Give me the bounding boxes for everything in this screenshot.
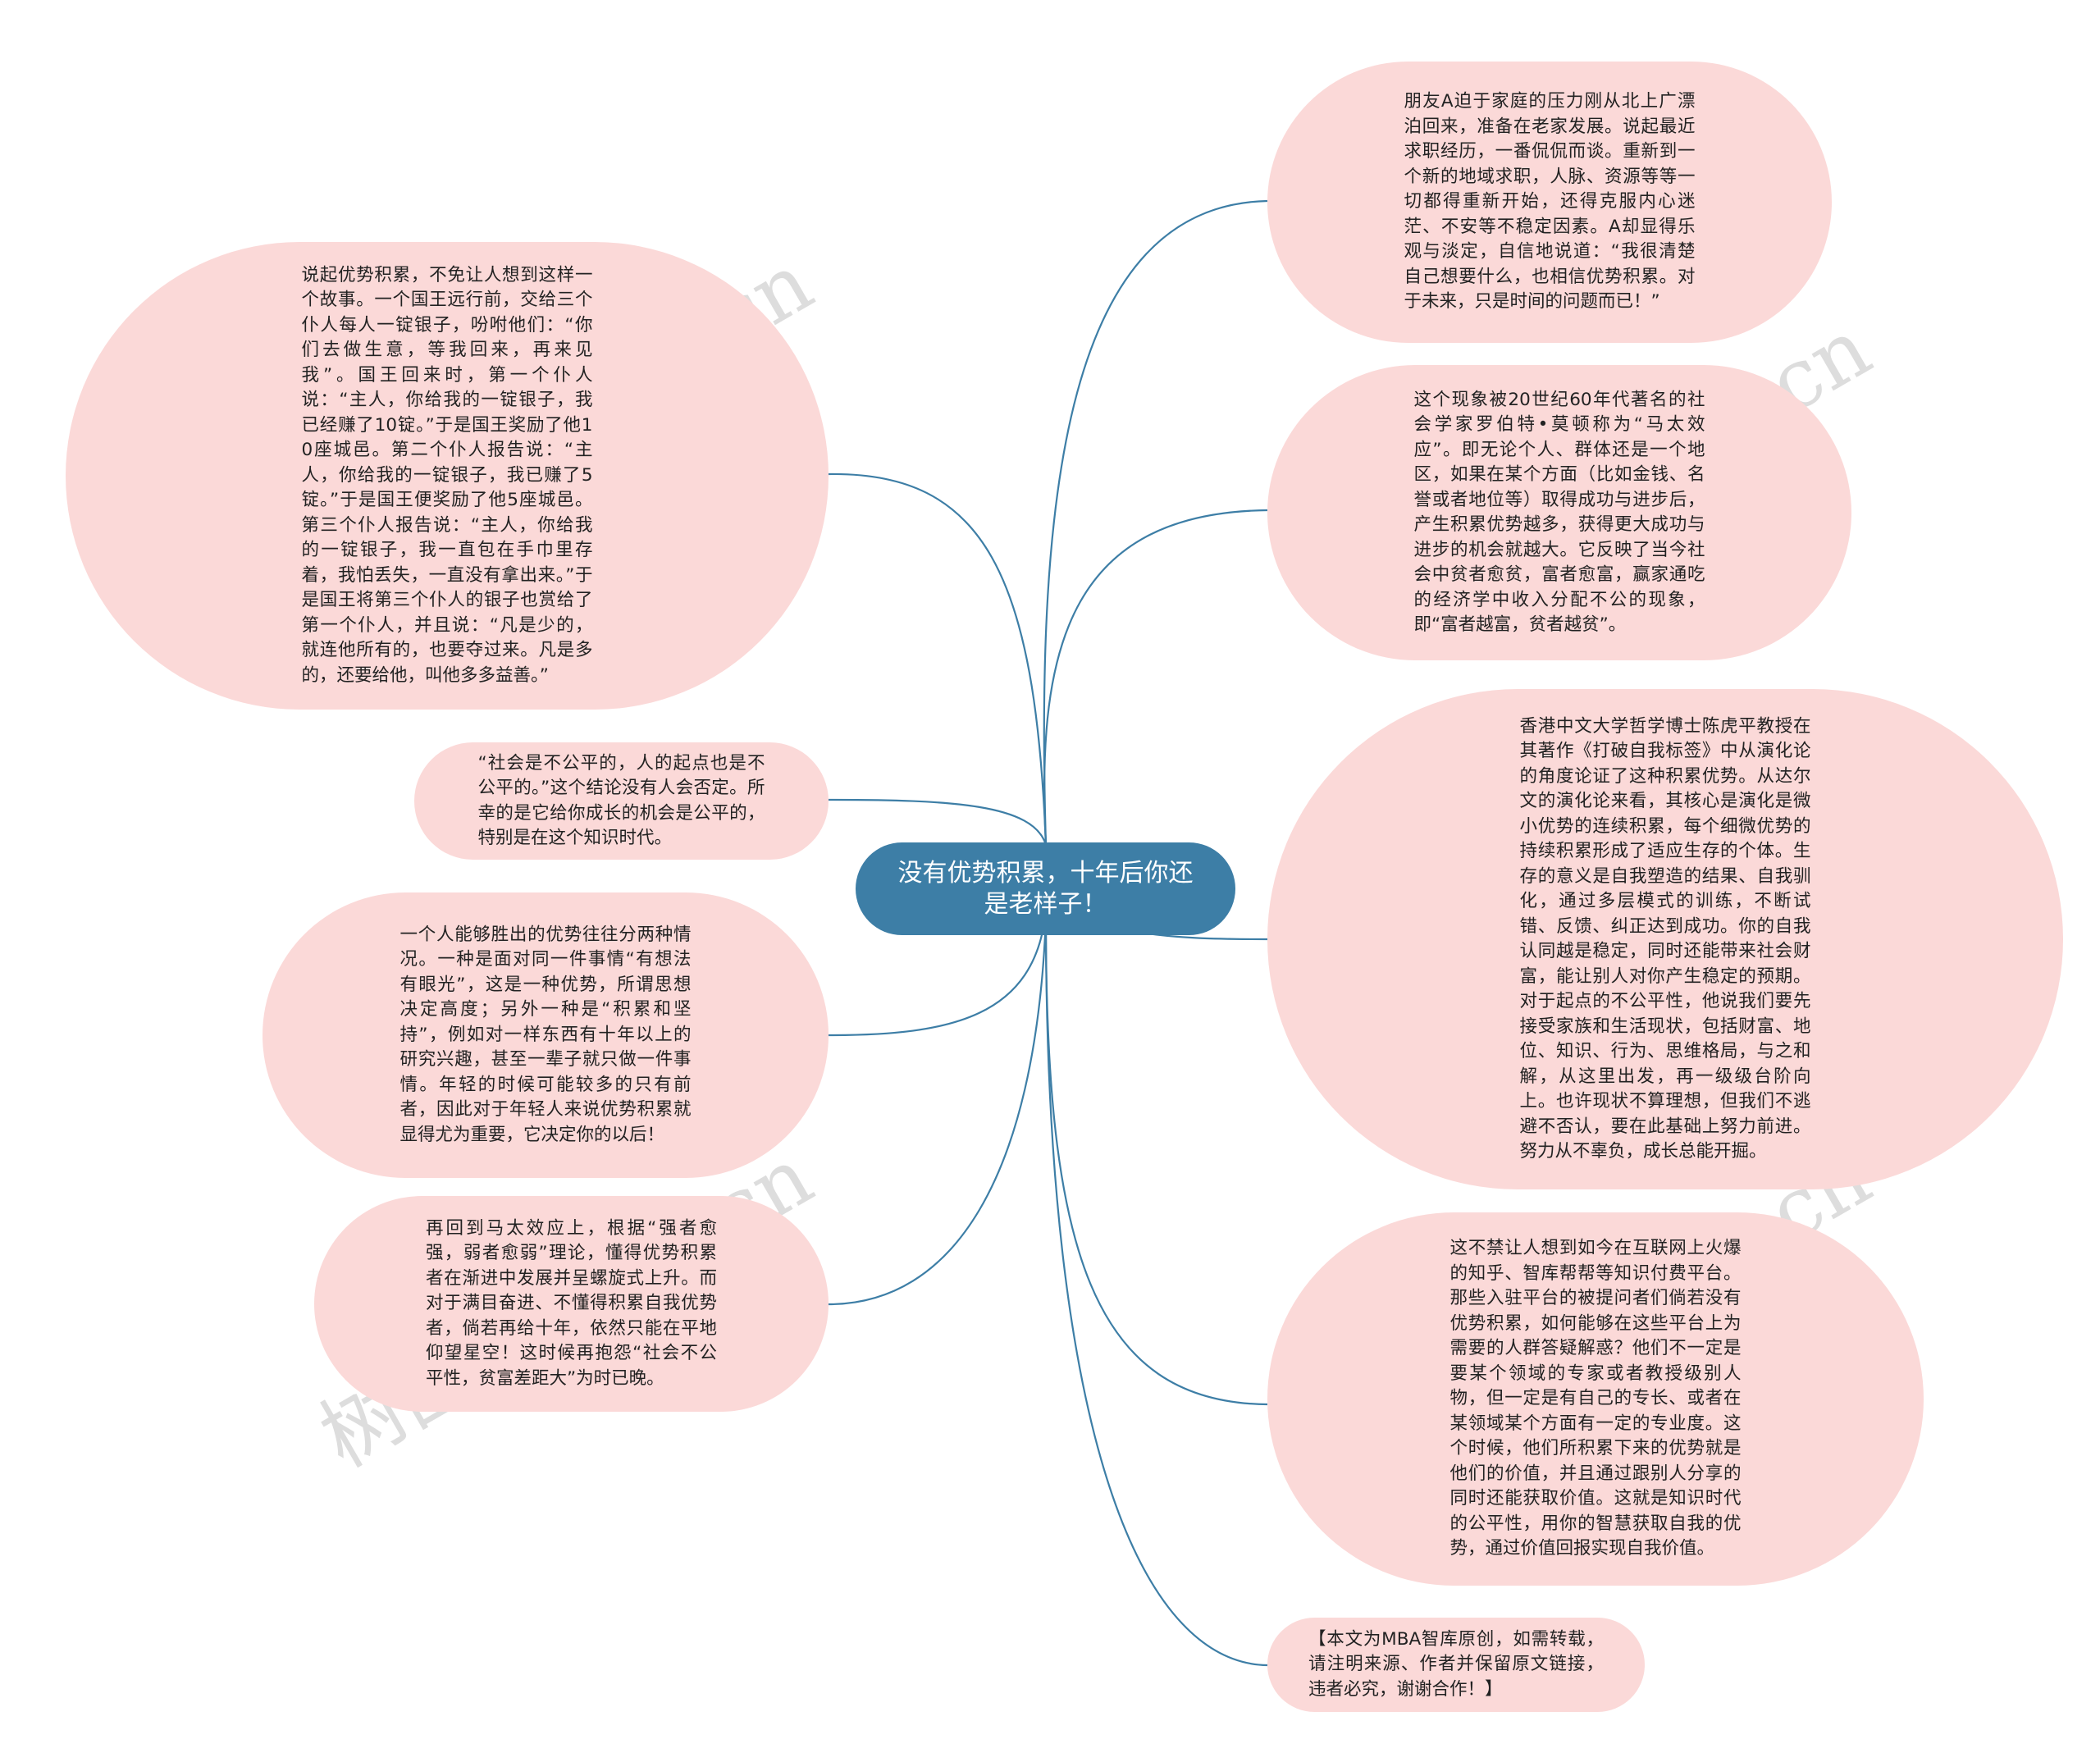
topic-node-right-5[interactable]: 【本文为MBA智库原创，如需转载，请注明来源、作者并保留原文链接，违者必究，谢谢… <box>1267 1618 1645 1712</box>
topic-node-right-4[interactable]: 这不禁让人想到如今在互联网上火爆的知乎、智库帮帮等知识付费平台。那些入驻平台的被… <box>1267 1212 1924 1586</box>
topic-node-text: 说起优势积累，不免让人想到这样一个故事。一个国王远行前，交给三个仆人每人一锭银子… <box>301 264 593 686</box>
topic-node-left-3[interactable]: 一个人能够胜出的优势往往分两种情况。一种是面对同一件事情“有想法有眼光”，这是一… <box>262 892 829 1178</box>
central-topic-title: 没有优势积累，十年后你还是老样子！ <box>897 858 1194 919</box>
link-r4 <box>1044 918 1268 1406</box>
topic-node-text: 一个人能够胜出的优势往往分两种情况。一种是面对同一件事情“有想法有眼光”，这是一… <box>399 924 692 1145</box>
topic-node-left-4[interactable]: 再回到马太效应上，根据“强者愈强，弱者愈弱”理论，懂得优势积累者在渐进中发展并呈… <box>314 1196 829 1412</box>
topic-node-left-1[interactable]: 说起优势积累，不免让人想到这样一个故事。一个国王远行前，交给三个仆人每人一锭银子… <box>66 242 829 710</box>
topic-node-text: “社会是不公平的，人的起点也是不公平的。”这个结论没有人会否定。所幸的是它给你成… <box>477 752 765 849</box>
link-r1 <box>1043 199 1268 846</box>
topic-node-right-3[interactable]: 香港中文大学哲学博士陈虎平教授在其著作《打破自我标签》中从演化论的角度论证了这种… <box>1267 689 2063 1189</box>
central-topic[interactable]: 没有优势积累，十年后你还是老样子！ <box>856 842 1235 935</box>
link-l4 <box>828 918 1048 1306</box>
link-l1 <box>828 472 1048 846</box>
topic-node-text: 香港中文大学哲学博士陈虎平教授在其著作《打破自我标签》中从演化论的角度论证了这种… <box>1519 715 1811 1162</box>
topic-node-text: 【本文为MBA智库原创，如需转载，请注明来源、作者并保留原文链接，违者必究，谢谢… <box>1308 1628 1604 1700</box>
topic-node-text: 这个现象被20世纪60年代著名的社会学家罗伯特•莫顿称为“马太效应”。即无论个人… <box>1413 389 1705 636</box>
link-r2 <box>1043 509 1268 846</box>
link-r5 <box>1044 918 1268 1667</box>
topic-node-text: 这不禁让人想到如今在互联网上火爆的知乎、智库帮帮等知识付费平台。那些入驻平台的被… <box>1449 1238 1742 1559</box>
topic-node-text: 朋友A迫于家庭的压力刚从北上广漂泊回来，准备在老家发展。说起最近求职经历，一番侃… <box>1404 91 1696 313</box>
link-l2 <box>828 798 1048 846</box>
topic-node-right-2[interactable]: 这个现象被20世纪60年代著名的社会学家罗伯特•莫顿称为“马太效应”。即无论个人… <box>1267 365 1851 660</box>
topic-node-text: 再回到马太效应上，根据“强者愈强，弱者愈弱”理论，懂得优势积累者在渐进中发展并呈… <box>426 1217 717 1389</box>
topic-node-right-1[interactable]: 朋友A迫于家庭的压力刚从北上广漂泊回来，准备在老家发展。说起最近求职经历，一番侃… <box>1267 62 1832 343</box>
topic-node-left-2[interactable]: “社会是不公平的，人的起点也是不公平的。”这个结论没有人会否定。所幸的是它给你成… <box>414 742 829 860</box>
link-l3 <box>828 910 1048 1037</box>
